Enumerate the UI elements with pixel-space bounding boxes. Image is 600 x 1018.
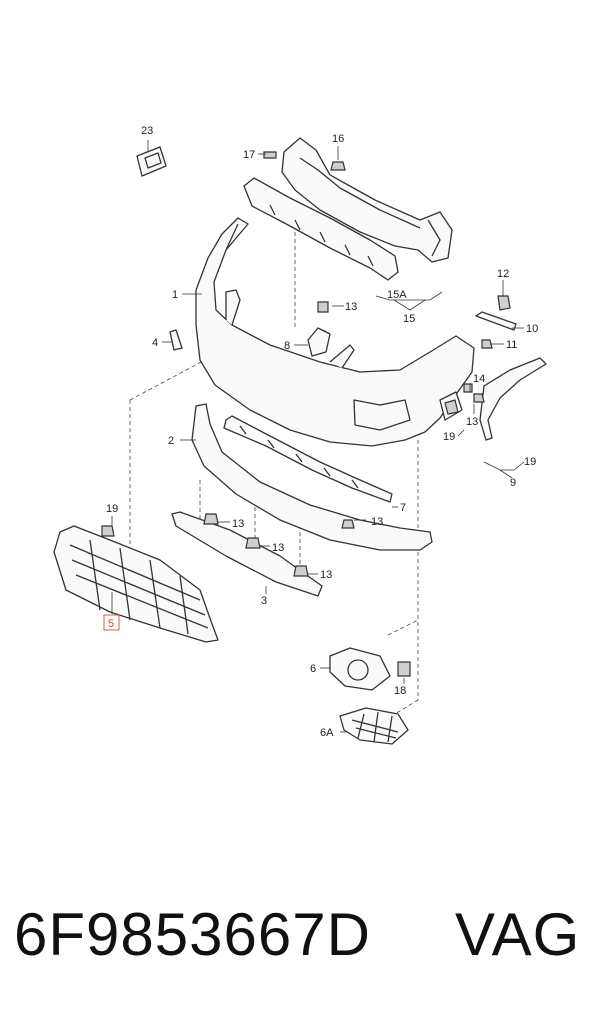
- callout-19-a: 19: [443, 431, 455, 443]
- callout-6a: 6A: [320, 727, 334, 739]
- callout-18: 18: [394, 685, 406, 697]
- fastener-bolts-top: [263, 151, 346, 171]
- callout-16: 16: [332, 133, 344, 145]
- callout-19-c: 19: [106, 503, 118, 515]
- callout-labels: 23 17 16 1 13 15A 15 12 10 11 4 8 14 13 …: [103, 125, 538, 739]
- part-5-grille: [53, 525, 219, 643]
- callout-3: 3: [261, 595, 267, 607]
- callout-13: 13: [345, 301, 357, 313]
- footer: 6F9853667D VAG: [0, 890, 600, 990]
- part-6a-grille-insert: [339, 707, 409, 745]
- fasteners-13: [203, 513, 355, 577]
- callout-1: 1: [172, 289, 178, 301]
- callout-7: 7: [400, 502, 406, 514]
- part-1-bumper-cover: [195, 217, 475, 447]
- callout-19-b: 19: [524, 456, 536, 468]
- callout-13-e: 13: [272, 542, 284, 554]
- part-6-fog-grille: [329, 647, 411, 691]
- callout-5: 5: [108, 618, 114, 630]
- part-15-reinforcement-bar: [281, 137, 453, 263]
- callout-13-c: 13: [232, 518, 244, 530]
- callout-15a: 15A: [387, 289, 407, 301]
- part-9-side-trim: [479, 357, 547, 441]
- callout-8: 8: [284, 340, 290, 352]
- callout-4: 4: [152, 337, 158, 349]
- callout-5-highlight-box: [103, 614, 120, 631]
- brand: VAG: [455, 901, 581, 968]
- callout-13-b: 13: [466, 416, 478, 428]
- callout-13-d: 13: [371, 516, 383, 528]
- callout-13-f: 13: [320, 569, 332, 581]
- parts-10-11-12: [475, 295, 517, 349]
- part-23-bracket: [136, 146, 167, 177]
- callout-23: 23: [141, 125, 153, 137]
- callout-9: 9: [510, 477, 516, 489]
- callout-10: 10: [526, 323, 538, 335]
- callout-11: 11: [506, 339, 517, 351]
- part-2-lower-spoiler: [191, 403, 433, 551]
- callout-12: 12: [497, 268, 509, 280]
- callout-14: 14: [473, 373, 485, 385]
- part-number: 6F9853667D: [14, 901, 371, 968]
- callout-17: 17: [243, 149, 255, 161]
- parts-4-8-clips: [169, 301, 331, 357]
- part-7-bracket-strip: [223, 415, 393, 503]
- leader-lines: [111, 140, 525, 733]
- exploded-parts-diagram: 23 17 16 1 13 15A 15 12 10 11 4 8 14 13 …: [53, 125, 547, 745]
- callout-15: 15: [403, 313, 415, 325]
- part-15a-absorber: [243, 177, 399, 281]
- callout-2: 2: [168, 435, 174, 447]
- callout-6: 6: [310, 663, 316, 675]
